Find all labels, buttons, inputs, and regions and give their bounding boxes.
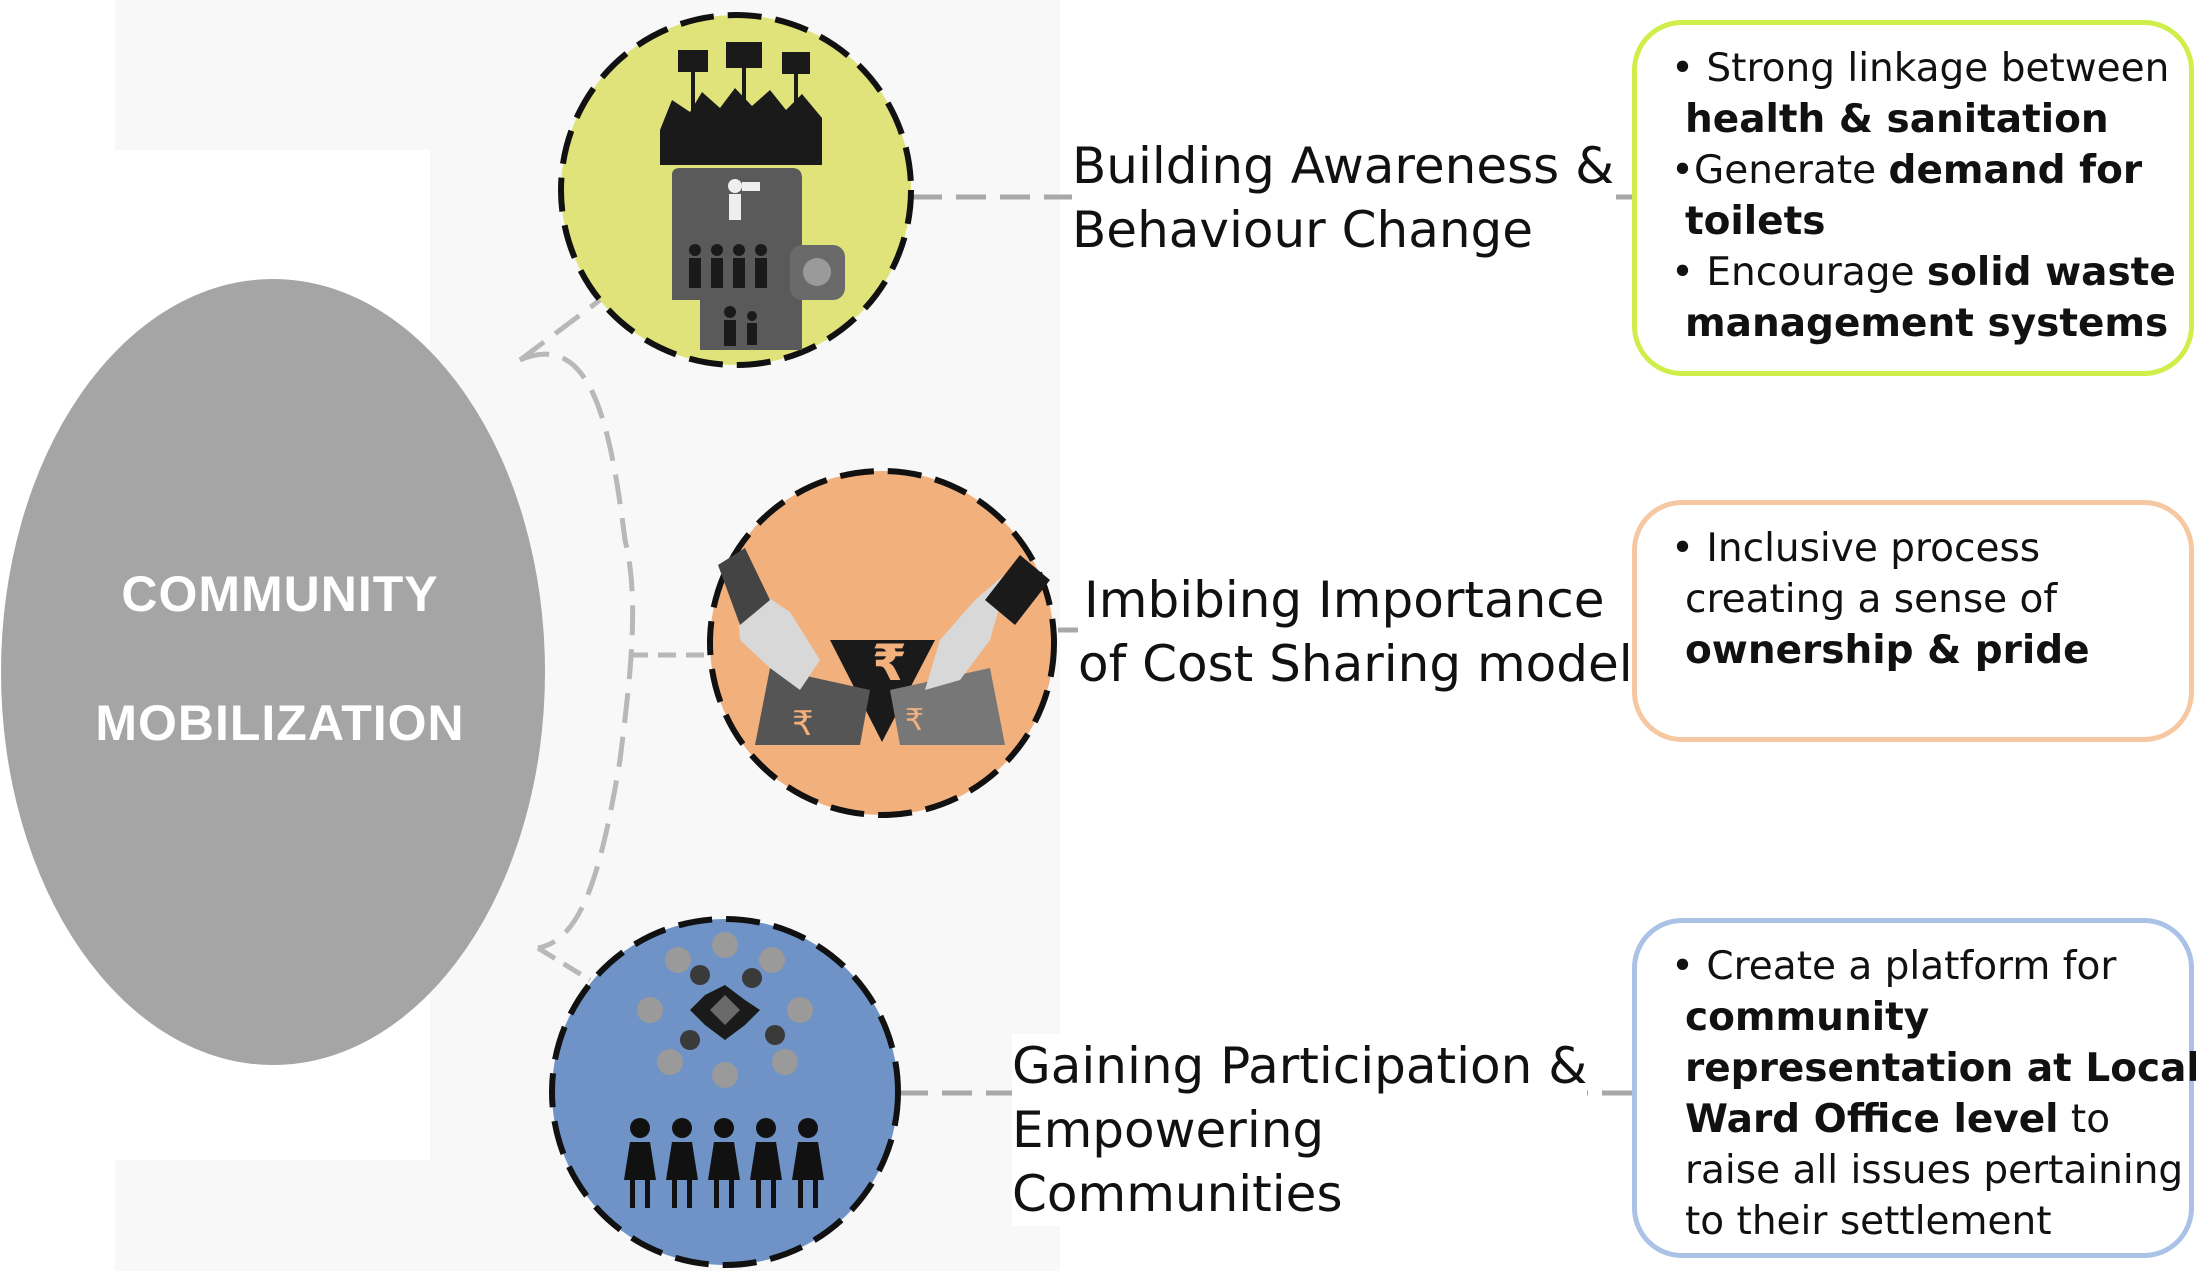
central-ellipse (1, 279, 545, 1065)
stage-label-cost-sharing: Imbibing Importance of Cost Sharing mode… (1078, 568, 1633, 696)
stage-label-line: Building Awareness & (1072, 137, 1615, 195)
bullet-bold: solid waste (1926, 250, 2176, 295)
bullet-box-awareness: • Strong linkage between health & sanita… (1632, 20, 2194, 376)
stage-label-line: Communities (1012, 1165, 1343, 1223)
bullet-bold: Ward Office level (1685, 1097, 2059, 1142)
bullet-line: management systems (1671, 298, 2169, 349)
bullet-bold: toilets (1685, 199, 1826, 244)
stage-label-line: Gaining Participation & (1012, 1037, 1588, 1095)
bullet-line: • Encourage solid waste (1671, 247, 2176, 298)
central-title-line1: COMMUNITY (121, 566, 439, 622)
stage-label-line: of Cost Sharing model (1078, 635, 1633, 693)
stage-circle-cost-sharing: ₹ ₹ ₹ (707, 468, 1057, 818)
protest-crowd-megaphone-icon (660, 42, 845, 350)
bullet-line: • Inclusive process (1671, 526, 2041, 571)
bullet-box-cost-sharing: • Inclusive process creating a sense of … (1632, 500, 2194, 742)
stage-label-line: Behaviour Change (1072, 201, 1534, 259)
bullet-bold: management systems (1685, 301, 2169, 346)
svg-text:₹: ₹ (905, 703, 924, 738)
handshake-rupee-icon: ₹ ₹ ₹ (718, 548, 1050, 745)
bullet-line: toilets (1671, 196, 2169, 247)
bullet-line: ownership & pride (1671, 625, 2169, 676)
bullet-line: creating a sense of (1685, 577, 2058, 622)
bullet-line: • Create a platform for (1671, 944, 2117, 989)
bullet-line: •Generate demand for (1671, 145, 2169, 196)
bullet-text: to (2058, 1097, 2111, 1142)
bullet-bold: representation at Local (1685, 1046, 2196, 1091)
bullet-line: Ward Office level to (1671, 1094, 2169, 1145)
bullet-bold: health & sanitation (1685, 97, 2109, 142)
bullet-line: representation at Local (1671, 1043, 2196, 1094)
bullet-line: community (1671, 992, 2169, 1043)
bullet-line: raise all issues pertaining (1685, 1148, 2184, 1193)
bullet-line: • Strong linkage between (1671, 46, 2170, 91)
stage-circle-participation (549, 916, 901, 1268)
bullet-bold: ownership & pride (1685, 628, 2090, 673)
stage-label-line: Imbibing Importance (1084, 571, 1605, 629)
bullet-box-participation: • Create a platform for community repres… (1632, 918, 2196, 1258)
curved-connector (519, 351, 636, 951)
stage-label-line: Empowering (1012, 1101, 1325, 1159)
bullet-text: • Encourage (1671, 250, 1927, 295)
svg-text:₹: ₹ (872, 634, 907, 692)
svg-text:₹: ₹ (792, 704, 814, 744)
stage-label-participation: Gaining Participation & Empowering Commu… (1012, 1034, 1588, 1226)
connector-top-link (518, 298, 602, 362)
central-title-line2: MOBILIZATION (95, 695, 465, 751)
bullet-bold: community (1685, 995, 1930, 1040)
bullet-text: •Generate (1671, 148, 1889, 193)
stage-circle-awareness (558, 12, 914, 368)
bullet-line: health & sanitation (1671, 94, 2169, 145)
bullet-bold: demand for (1888, 148, 2143, 193)
bullet-line: to their settlement (1685, 1199, 2052, 1244)
people-network-icon (624, 932, 824, 1208)
connector-bottom-link (536, 945, 592, 983)
stage-label-awareness: Building Awareness & Behaviour Change (1072, 134, 1615, 262)
